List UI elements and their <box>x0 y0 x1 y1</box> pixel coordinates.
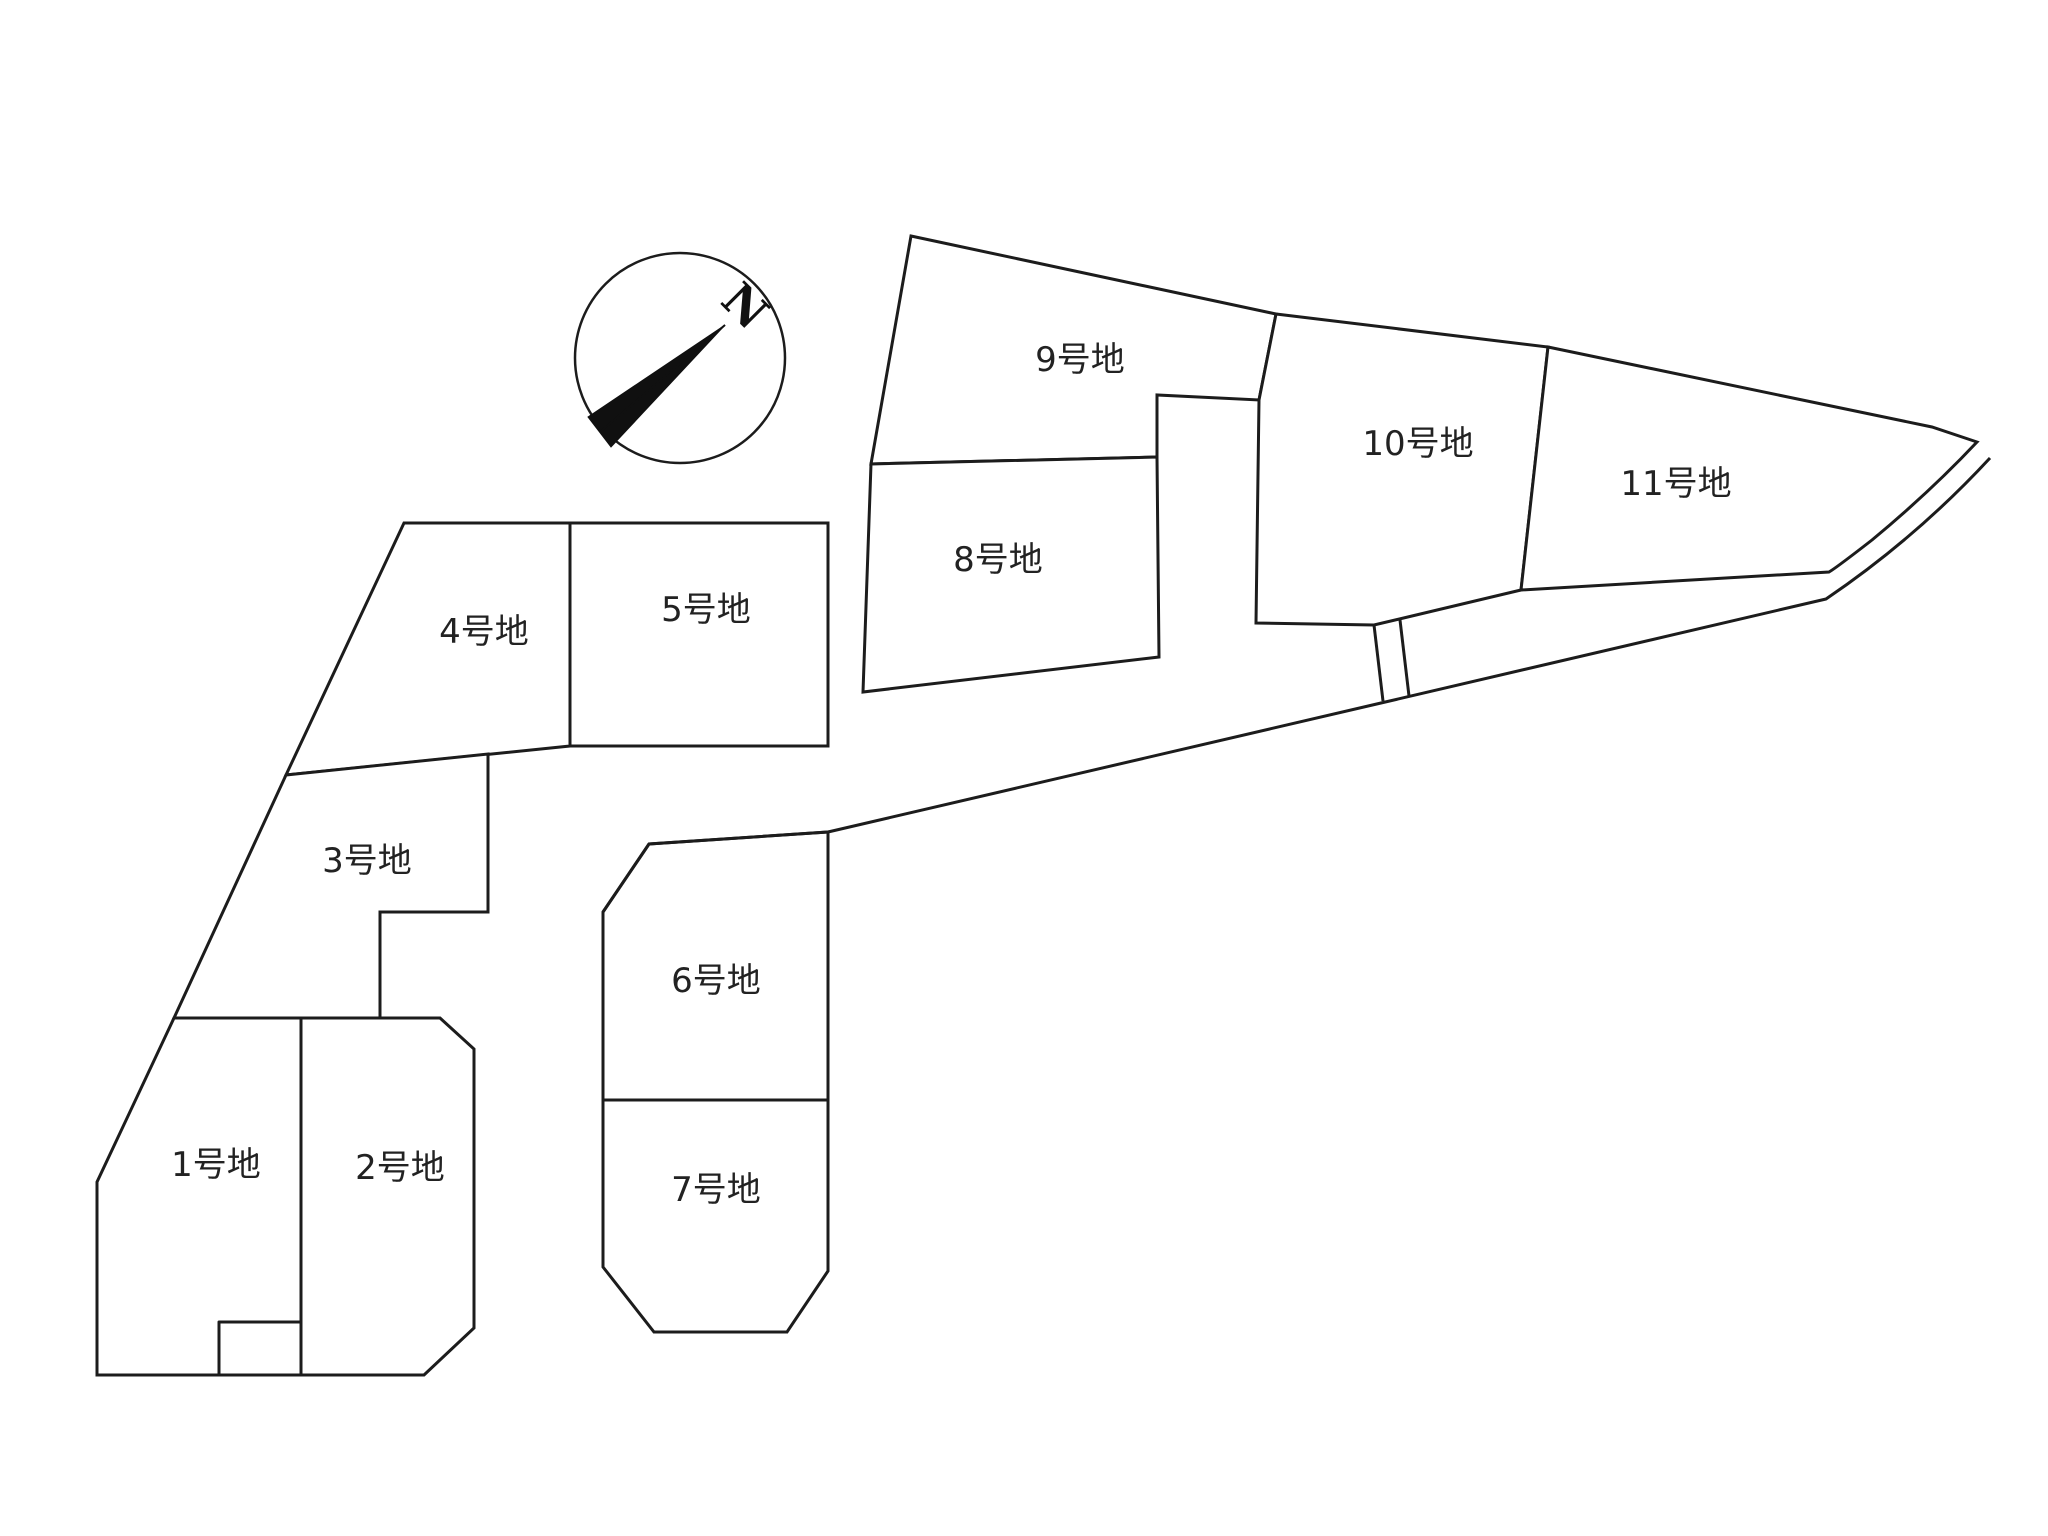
lot-10-label: 10号地 <box>1362 424 1473 464</box>
lot-9-label: 9号地 <box>1035 340 1125 380</box>
lot-5-shape[interactable] <box>568 521 830 748</box>
road-south-edge <box>601 456 1992 913</box>
lot-4-region[interactable]: 4号地 <box>283 521 572 777</box>
lot-7-shape[interactable] <box>601 1098 830 1334</box>
road-branch-edge-west <box>1372 624 1385 702</box>
lot-8-shape[interactable] <box>861 455 1161 694</box>
lot-11-region[interactable]: 11号地 <box>1519 345 1980 592</box>
lot-2-region[interactable]: 2号地 <box>299 1016 476 1377</box>
lot-4-label: 4号地 <box>439 612 529 652</box>
lot-2-shape[interactable] <box>299 1016 476 1377</box>
lot-5-region[interactable]: 5号地 <box>568 521 830 748</box>
lot-1-region[interactable]: 1号地 <box>95 1016 304 1377</box>
lot-3-region[interactable]: 3号地 <box>171 752 490 1020</box>
lot-1-label: 1号地 <box>171 1145 261 1185</box>
lot-7-region[interactable]: 7号地 <box>601 1098 830 1334</box>
lot-8-region[interactable]: 8号地 <box>861 455 1161 694</box>
lot-11-label: 11号地 <box>1620 464 1731 504</box>
lot-2-label: 2号地 <box>355 1148 445 1188</box>
lot-9-region[interactable]: 9号地 <box>869 234 1278 466</box>
compass: N <box>573 251 787 465</box>
lot-10-region[interactable]: 10号地 <box>1254 312 1550 627</box>
road-branch-edge-east <box>1398 619 1411 697</box>
lot-8-label: 8号地 <box>953 540 1043 580</box>
lot-6-region[interactable]: 6号地 <box>601 830 830 1102</box>
lot-11-shape[interactable] <box>1519 345 1980 592</box>
lot-3-shape[interactable] <box>171 752 490 1020</box>
lot-6-label: 6号地 <box>671 961 761 1001</box>
lot-7-label: 7号地 <box>671 1170 761 1210</box>
lot-1-shape[interactable] <box>95 1016 303 1377</box>
north-arrow-axis <box>599 324 726 433</box>
lot-10-shape[interactable] <box>1254 312 1550 627</box>
lot-5-label: 5号地 <box>661 590 751 630</box>
lot-3-label: 3号地 <box>322 841 412 881</box>
